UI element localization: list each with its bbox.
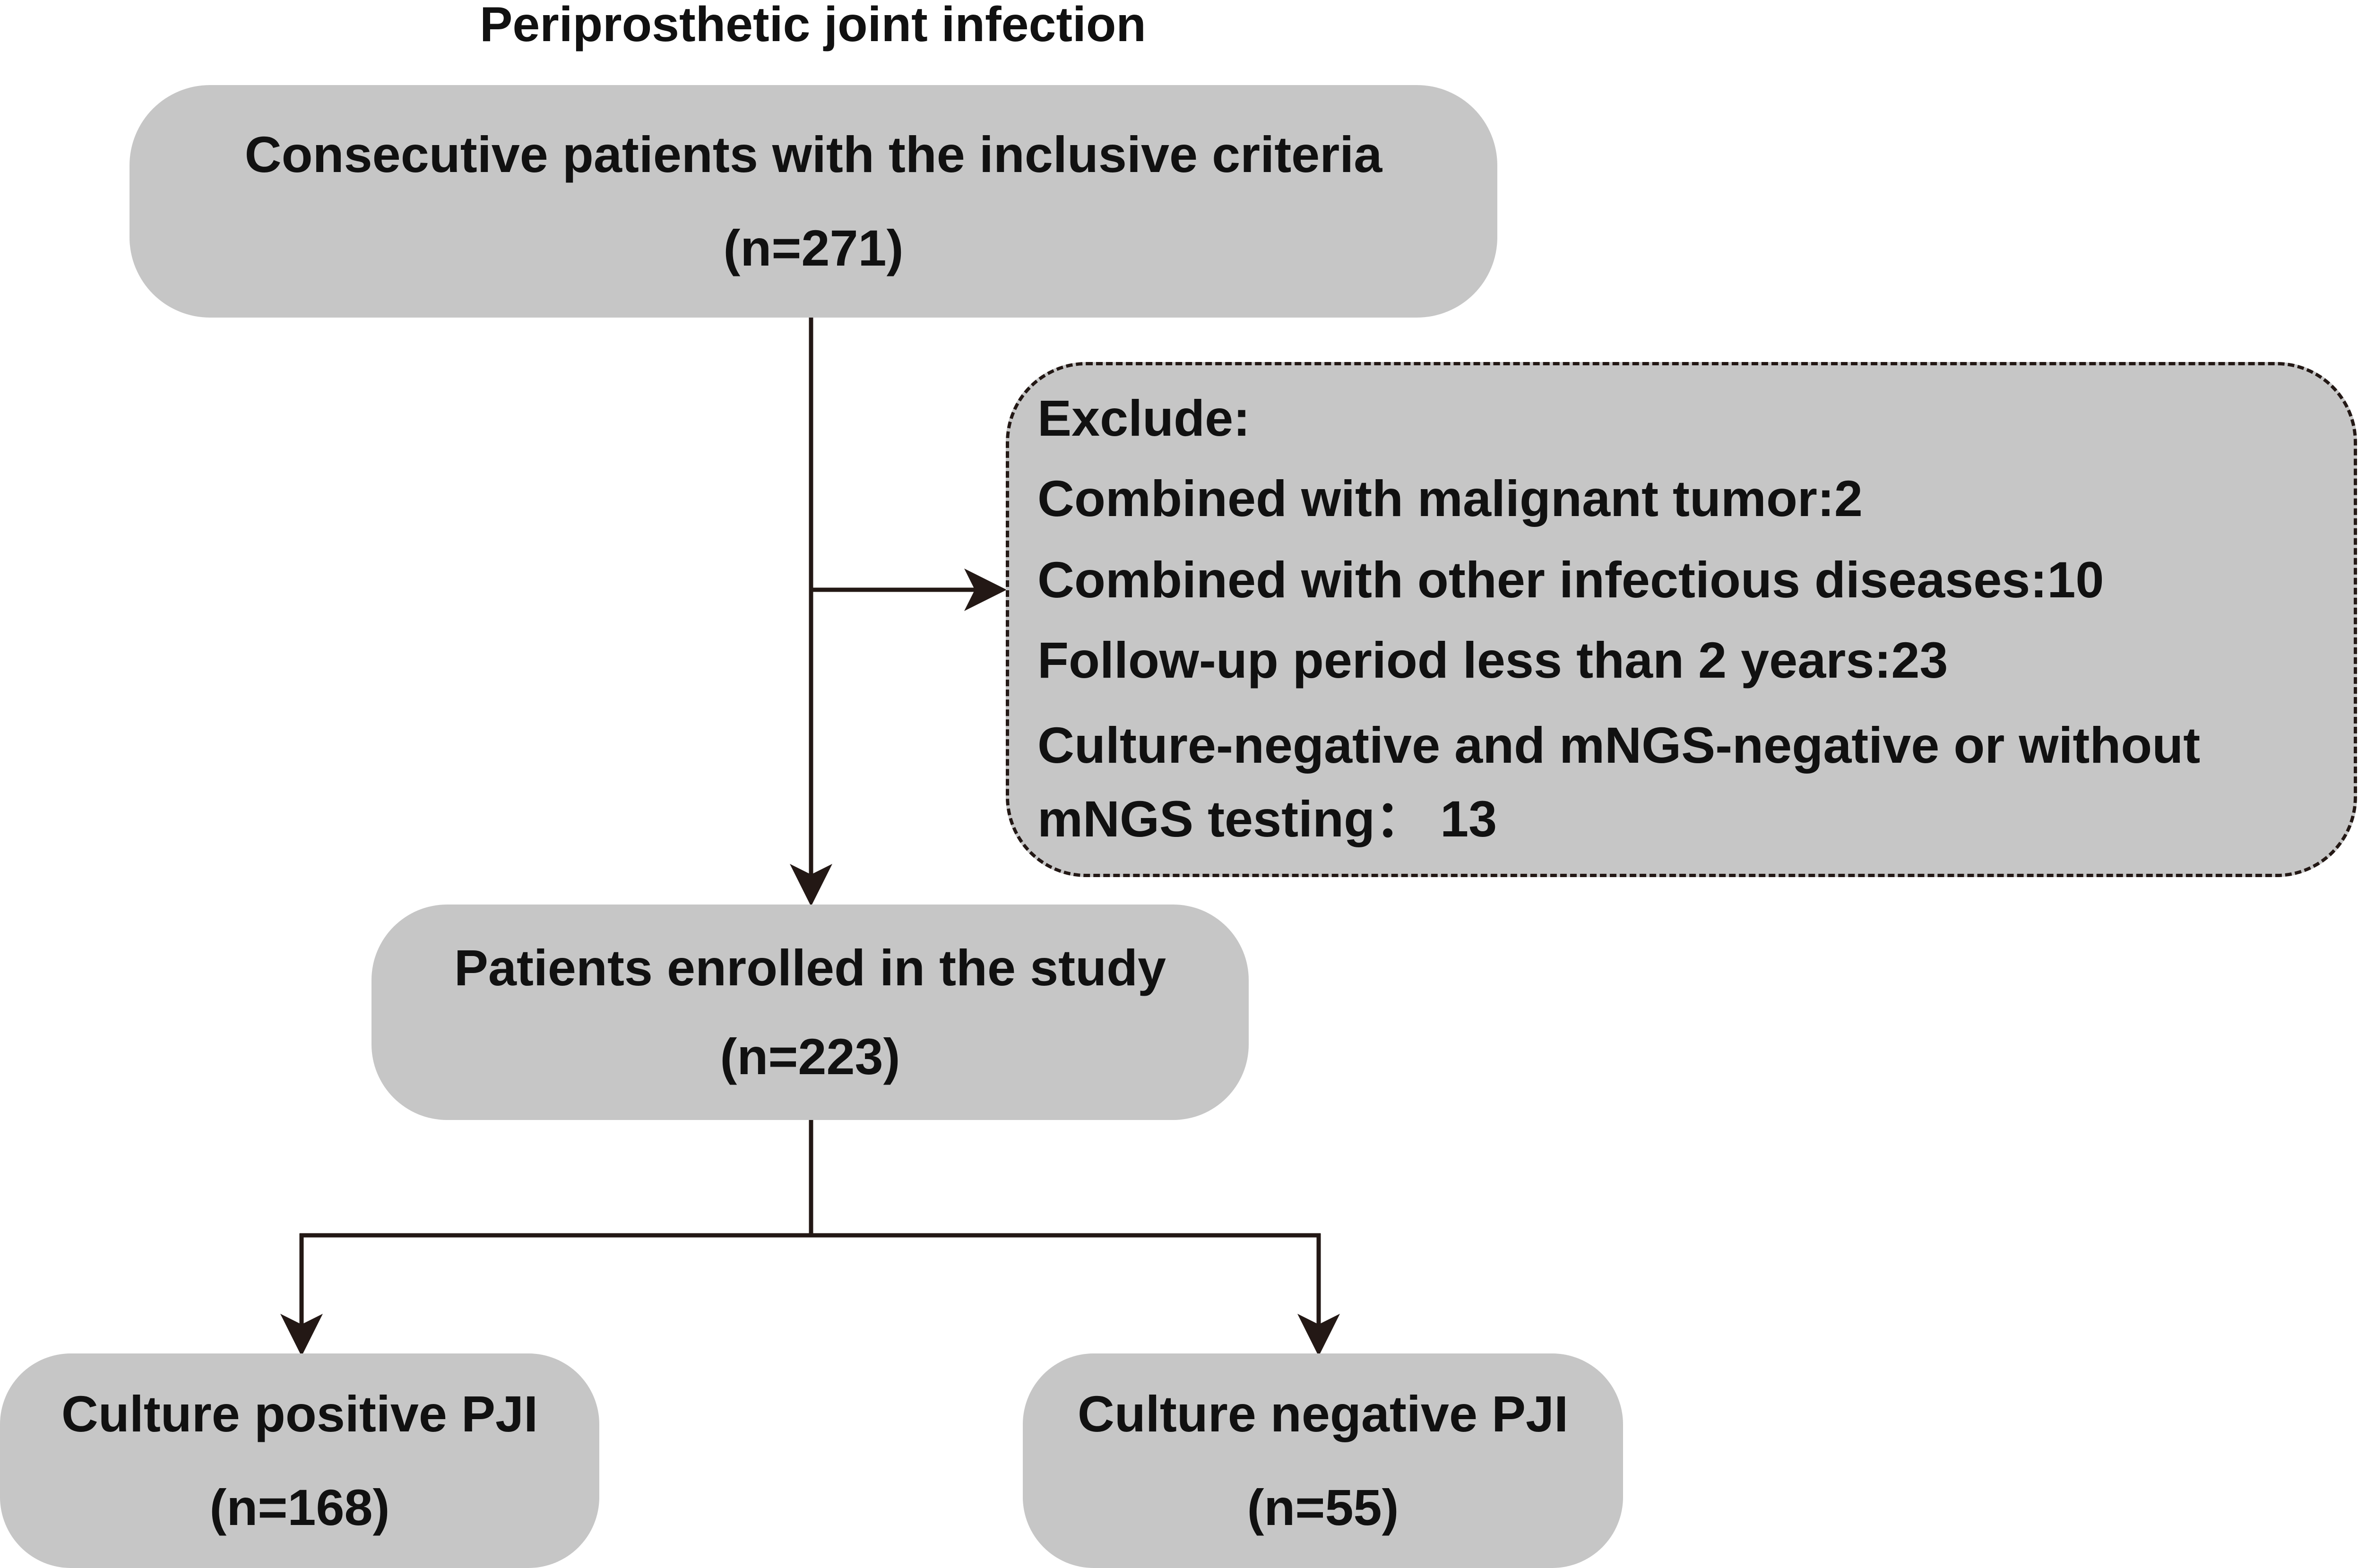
culture-negative-box: Culture negative PJI (n=55) [1023,1353,1623,1568]
culture-positive-label: Culture positive PJI [61,1385,538,1442]
enrolled-patients-count: (n=223) [720,1028,900,1085]
exclude-heading: Exclude: [1037,389,1251,447]
exclude-item: mNGS testing： 13 [1037,790,1497,847]
enrolled-patients-box: Patients enrolled in the study (n=223) [371,905,1249,1120]
diagram-title: Periprosthetic joint infection [480,0,1146,52]
exclude-item: Culture-negative and mNGS-negative or wi… [1037,716,2201,774]
exclude-item: Combined with malignant tumor:2 [1037,470,1863,527]
consecutive-patients-box: Consecutive patients with the inclusive … [130,85,1497,318]
exclude-item: Combined with other infectious diseases:… [1037,551,2104,608]
culture-negative-label: Culture negative PJI [1077,1385,1569,1442]
culture-negative-count: (n=55) [1247,1479,1399,1536]
consecutive-patients-label: Consecutive patients with the inclusive … [244,126,1382,183]
enrolled-patients-label: Patients enrolled in the study [454,939,1166,996]
exclude-item: Follow-up period less than 2 years:23 [1037,631,1948,689]
culture-positive-box: Culture positive PJI (n=168) [0,1353,599,1568]
consecutive-patients-count: (n=271) [723,219,904,276]
culture-positive-count: (n=168) [209,1479,390,1536]
exclusion-box: Exclude: Combined with malignant tumor:2… [1006,362,2357,877]
